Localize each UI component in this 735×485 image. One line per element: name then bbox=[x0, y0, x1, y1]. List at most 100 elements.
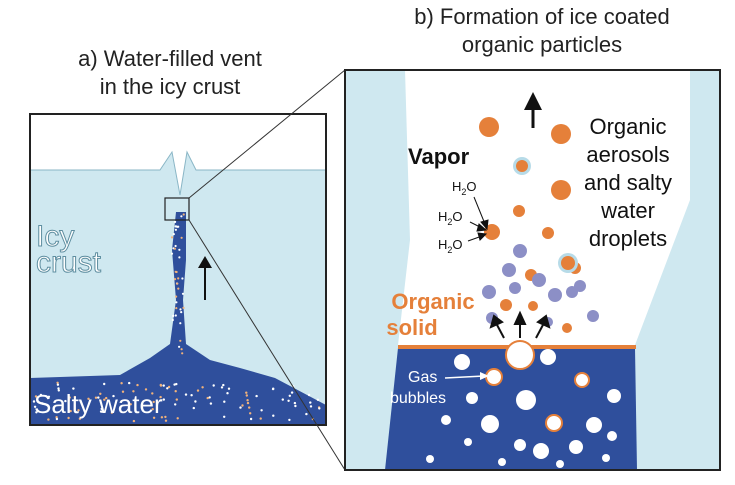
vent-dot bbox=[173, 278, 177, 281]
water-dot bbox=[41, 402, 44, 405]
water-dot bbox=[194, 400, 197, 403]
zoom-line-bottom bbox=[188, 219, 346, 471]
water-dot bbox=[249, 412, 252, 415]
gas-bubble bbox=[607, 389, 621, 403]
vent-dot bbox=[174, 220, 177, 223]
water-dot bbox=[316, 398, 320, 401]
water-dot bbox=[288, 394, 291, 397]
gas-bubble bbox=[485, 368, 503, 386]
burst-arrows bbox=[489, 310, 551, 339]
vent-dot bbox=[177, 287, 180, 290]
water-dot bbox=[175, 398, 178, 401]
up-arrow-a-head bbox=[198, 256, 212, 268]
vent-dot bbox=[180, 348, 183, 351]
water-dot bbox=[132, 419, 136, 423]
water-dot bbox=[176, 417, 179, 420]
water-dot bbox=[72, 387, 75, 390]
water-dot bbox=[103, 382, 106, 386]
vent-dot bbox=[175, 295, 178, 298]
water-dot bbox=[100, 407, 103, 411]
gas-bubble bbox=[516, 390, 536, 410]
h2o-label-1: H2O bbox=[452, 179, 477, 197]
gas-bubble bbox=[569, 440, 583, 454]
water-dot bbox=[223, 400, 226, 403]
up-arrow-b-head bbox=[524, 92, 542, 110]
water-dot bbox=[255, 394, 258, 398]
vent-dot bbox=[170, 252, 174, 255]
panel-b-frame bbox=[344, 69, 721, 471]
gas-bubble bbox=[540, 349, 556, 365]
water-dot bbox=[87, 397, 90, 400]
water-dot bbox=[246, 399, 249, 402]
water-dot bbox=[56, 383, 60, 386]
water-dot bbox=[73, 395, 77, 399]
water-dot bbox=[35, 411, 38, 414]
water-droplet bbox=[532, 273, 546, 287]
organic-particle bbox=[542, 227, 554, 239]
water-dot bbox=[318, 407, 321, 410]
water-dot bbox=[57, 389, 60, 392]
water-dot bbox=[144, 388, 148, 391]
water-dot bbox=[245, 394, 248, 397]
vent-dot bbox=[175, 307, 178, 310]
coated-particle bbox=[516, 160, 528, 172]
water-dot bbox=[128, 381, 131, 385]
panel-b-title-line2: organic particles bbox=[462, 32, 622, 57]
water-dot bbox=[287, 399, 290, 402]
vent-dot bbox=[174, 228, 177, 231]
water-dot bbox=[281, 398, 284, 401]
organic-particle bbox=[551, 124, 571, 144]
water-dot bbox=[166, 387, 169, 390]
vent-channel bbox=[398, 70, 690, 345]
water-dot bbox=[121, 390, 125, 393]
organic-solid-line2: solid bbox=[386, 315, 437, 340]
water-dot bbox=[132, 390, 135, 393]
water-dot bbox=[307, 393, 311, 397]
water-dot bbox=[164, 419, 168, 422]
aerosol-label: Organic aerosols and salty water droplet… bbox=[584, 114, 672, 251]
water-dot bbox=[67, 416, 70, 420]
gas-arrow bbox=[444, 375, 485, 379]
panel-a-frame bbox=[29, 113, 327, 426]
vent-dot bbox=[178, 256, 181, 259]
vent-dot bbox=[178, 248, 181, 251]
coated-particle bbox=[561, 256, 575, 270]
water-droplet bbox=[509, 282, 521, 294]
water-dot bbox=[47, 418, 50, 421]
gas-line1: Gas bbox=[408, 369, 437, 386]
water-dot bbox=[57, 387, 60, 390]
water-dot bbox=[162, 398, 165, 401]
water-dot bbox=[136, 383, 139, 387]
icy-label-line2: crust bbox=[36, 246, 102, 279]
water-droplet bbox=[513, 244, 527, 258]
vent-dot bbox=[181, 277, 184, 280]
water-dot bbox=[77, 409, 80, 412]
gas-bubble bbox=[426, 455, 434, 463]
gas-bubble bbox=[466, 392, 478, 404]
water-dot bbox=[56, 381, 59, 384]
vent-dot bbox=[180, 311, 183, 314]
water-dot bbox=[209, 402, 213, 405]
water-dot bbox=[246, 401, 250, 405]
vent-dot bbox=[177, 225, 180, 228]
water-dot bbox=[305, 412, 308, 416]
water-dot bbox=[55, 416, 58, 419]
vent-dot bbox=[178, 345, 181, 348]
gas-arrow-head bbox=[480, 372, 489, 380]
vent-dot bbox=[180, 215, 183, 218]
organic-particle bbox=[562, 323, 572, 333]
icy-label-line1: Icy bbox=[36, 220, 74, 253]
water-dot bbox=[94, 396, 98, 399]
gas-bubble bbox=[454, 354, 470, 370]
water-dot bbox=[78, 417, 82, 420]
water-dot bbox=[97, 396, 100, 399]
zoom-box bbox=[164, 197, 190, 221]
water-dot bbox=[162, 384, 165, 387]
panel-a-title-line1: a) Water-filled vent bbox=[78, 46, 262, 71]
water-dot bbox=[152, 416, 156, 419]
water-dot bbox=[192, 406, 195, 410]
vent-dot bbox=[179, 322, 182, 325]
aerosol-line2: aerosols bbox=[586, 142, 669, 167]
gas-bubble bbox=[602, 454, 610, 462]
aerosol-line5: droplets bbox=[589, 226, 667, 251]
